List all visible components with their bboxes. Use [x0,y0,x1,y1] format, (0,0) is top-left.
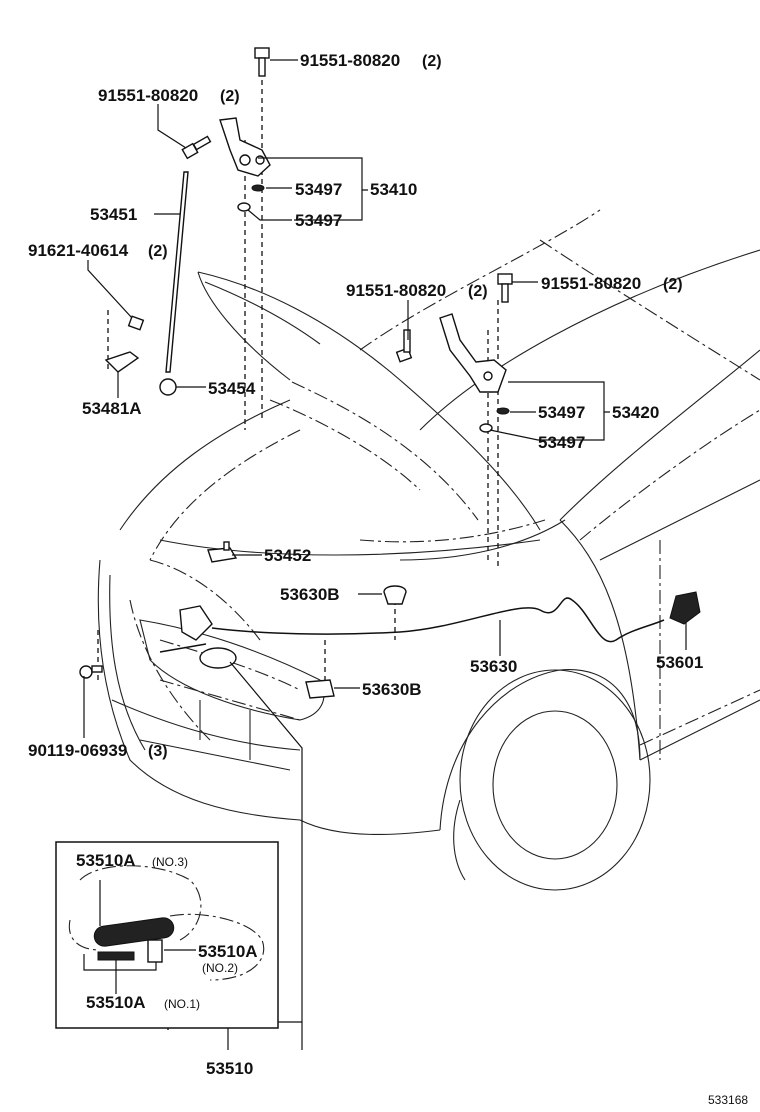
label-hinge-right: 53420 [612,403,659,422]
label-cable-clamp-upper: 53630B [280,585,340,604]
label-inset-part-3-note: (NO.3) [152,855,188,869]
label-release-lever: 53601 [656,653,703,672]
label-bolt-top-qty: (2) [422,53,442,70]
part-cable-clamp-upper [383,585,407,605]
label-screw: 90119-06939 [28,741,127,760]
part-bolt-left [181,135,212,160]
label-inset-part-2: 53510A [198,942,258,961]
diagram-reference-number: 533168 [708,1093,748,1107]
release-cable [211,597,665,643]
part-rod-clamp [159,378,177,396]
label-hinge-left: 53410 [370,180,417,199]
label-release-cable: 53630 [470,657,517,676]
part-bolt-rod [127,315,145,331]
part-bolt-top [254,47,270,77]
part-hinge-right [439,313,507,393]
label-bolt-rod: 91621-40614 [28,241,129,260]
label-bolt-rod-qty: (2) [148,243,168,260]
label-bolt-right-a: 91551-80820 [346,281,446,300]
label-bolt-top: 91551-80820 [300,51,400,70]
part-cable-clamp-lower [305,679,335,699]
label-bolt-right-b: 91551-80820 [541,274,641,293]
label-lock-bracket: 53452 [264,546,311,565]
label-bolt-right-b-qty: (2) [663,276,683,293]
inset-detail-box [55,841,279,1029]
part-lock-bracket [207,541,238,563]
label-rod-clamp: 53454 [208,379,256,398]
label-bolt-left: 91551-80820 [98,86,198,105]
part-support-rod [165,171,189,373]
label-inset-part-1: 53510A [86,993,146,1012]
part-washer-lower-left [237,202,251,212]
label-cable-clamp-lower: 53630B [362,680,422,699]
part-hood-lock [159,605,237,669]
part-washer-upper-right [496,407,510,415]
part-bolt-right-b [497,273,513,303]
label-washer-lower-left: 53497 [295,211,342,230]
label-screw-qty: (3) [148,743,168,760]
car-body-outline [97,209,760,891]
label-inset-part-2-note: (NO.2) [202,961,238,975]
part-washer-upper-left [251,184,265,192]
label-bolt-right-a-qty: (2) [468,283,488,300]
part-bolt-right-a [395,329,413,363]
label-inset-part-3: 53510A [76,851,136,870]
label-support-rod: 53451 [90,205,137,224]
part-washer-lower-right [479,423,493,433]
part-release-lever [669,591,701,625]
label-washer-upper-right: 53497 [538,403,585,422]
label-washer-upper-left: 53497 [295,180,342,199]
label-hood-lock: 53510 [206,1059,253,1078]
part-screw [79,665,103,679]
label-bolt-left-qty: (2) [220,88,240,105]
label-inset-part-1-note: (NO.1) [164,997,200,1011]
part-rod-holder [104,351,140,373]
callout-labels: 91551-80820 (2) 91551-80820 (2) 53497 53… [28,51,748,1107]
label-washer-lower-right: 53497 [538,433,585,452]
label-rod-holder: 53481A [82,399,142,418]
